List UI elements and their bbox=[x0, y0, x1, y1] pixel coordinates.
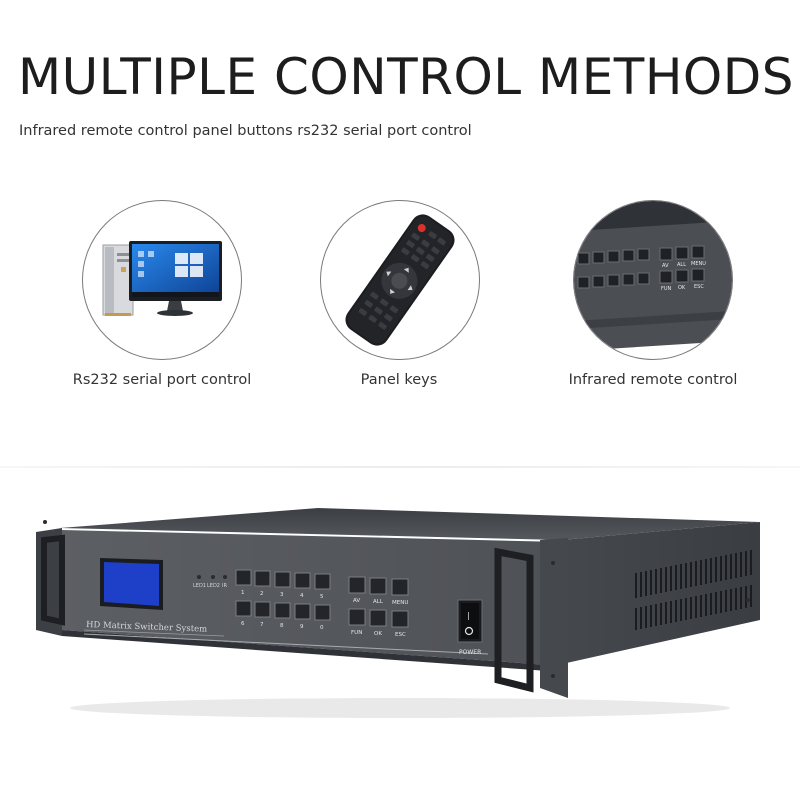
key-2[interactable] bbox=[254, 570, 271, 587]
key-9[interactable] bbox=[294, 603, 311, 620]
key-label: FUN bbox=[351, 630, 362, 636]
svg-text:ALL: ALL bbox=[677, 262, 686, 268]
key-menu[interactable] bbox=[391, 578, 409, 596]
key-4[interactable] bbox=[294, 572, 311, 589]
front-panel bbox=[62, 530, 562, 666]
key-av[interactable] bbox=[348, 576, 366, 594]
key-label: ALL bbox=[373, 599, 384, 605]
key-label: 5 bbox=[320, 594, 324, 600]
key-label: ESC bbox=[395, 632, 406, 638]
key-label: 9 bbox=[300, 624, 304, 630]
key-6[interactable] bbox=[235, 600, 252, 617]
handle-right bbox=[494, 547, 534, 693]
handle-left bbox=[41, 534, 65, 626]
power-label: POWER bbox=[459, 649, 481, 656]
key-label: AV bbox=[353, 598, 360, 604]
remote-control-icon bbox=[345, 214, 455, 346]
key-ok[interactable] bbox=[369, 609, 387, 627]
page-subtitle: Infrared remote control panel buttons rs… bbox=[19, 123, 472, 139]
key-5[interactable] bbox=[314, 573, 331, 590]
feature-image-circle: AV ALL MENU FUN OK ESC bbox=[573, 200, 733, 360]
key-all[interactable] bbox=[369, 577, 387, 595]
key-label: MENU bbox=[392, 600, 408, 606]
svg-text:MENU: MENU bbox=[691, 261, 706, 267]
rack-ear-right bbox=[540, 538, 568, 698]
key-label: 1 bbox=[241, 590, 245, 596]
chassis-top bbox=[60, 508, 760, 540]
key-label: 0 bbox=[320, 625, 324, 631]
vent-grille bbox=[635, 550, 752, 630]
key-1[interactable] bbox=[235, 569, 252, 586]
svg-text:FUN: FUN bbox=[661, 286, 672, 292]
matrix-switcher-device: HD Matrix Switcher System LED1 LED2 IR bbox=[0, 470, 800, 800]
lcd-screen bbox=[104, 562, 159, 606]
key-label: OK bbox=[374, 631, 382, 637]
feature-caption: Infrared remote control bbox=[568, 372, 738, 388]
computer-icon bbox=[102, 241, 222, 316]
feature-caption: Rs232 serial port control bbox=[72, 372, 252, 388]
section-divider bbox=[0, 466, 800, 468]
svg-text:|: | bbox=[467, 611, 470, 620]
key-label: 6 bbox=[241, 621, 245, 627]
key-label: 4 bbox=[300, 593, 304, 599]
svg-text:ESC: ESC bbox=[694, 284, 704, 290]
key-label: 3 bbox=[280, 592, 284, 598]
panel-buttons-icon: AV ALL MENU FUN OK ESC bbox=[574, 201, 732, 351]
key-esc[interactable] bbox=[391, 610, 409, 628]
indicator-led1: LED1 bbox=[193, 583, 206, 589]
indicator-led2: LED2 bbox=[207, 583, 220, 589]
key-label: 7 bbox=[260, 622, 264, 628]
feature-caption: Panel keys bbox=[360, 372, 438, 388]
feature-image-circle bbox=[320, 200, 480, 360]
page-title: MULTIPLE CONTROL METHODS bbox=[18, 48, 795, 106]
svg-text:AV: AV bbox=[662, 263, 669, 269]
key-8[interactable] bbox=[274, 602, 291, 619]
key-label: 8 bbox=[280, 623, 284, 629]
svg-text:OK: OK bbox=[678, 285, 686, 291]
key-0[interactable] bbox=[314, 604, 331, 621]
key-3[interactable] bbox=[274, 571, 291, 588]
key-label: 2 bbox=[260, 591, 264, 597]
key-7[interactable] bbox=[254, 601, 271, 618]
indicator-ir: IR bbox=[222, 583, 227, 589]
feature-image-circle bbox=[82, 200, 242, 360]
key-fun[interactable] bbox=[348, 608, 366, 626]
